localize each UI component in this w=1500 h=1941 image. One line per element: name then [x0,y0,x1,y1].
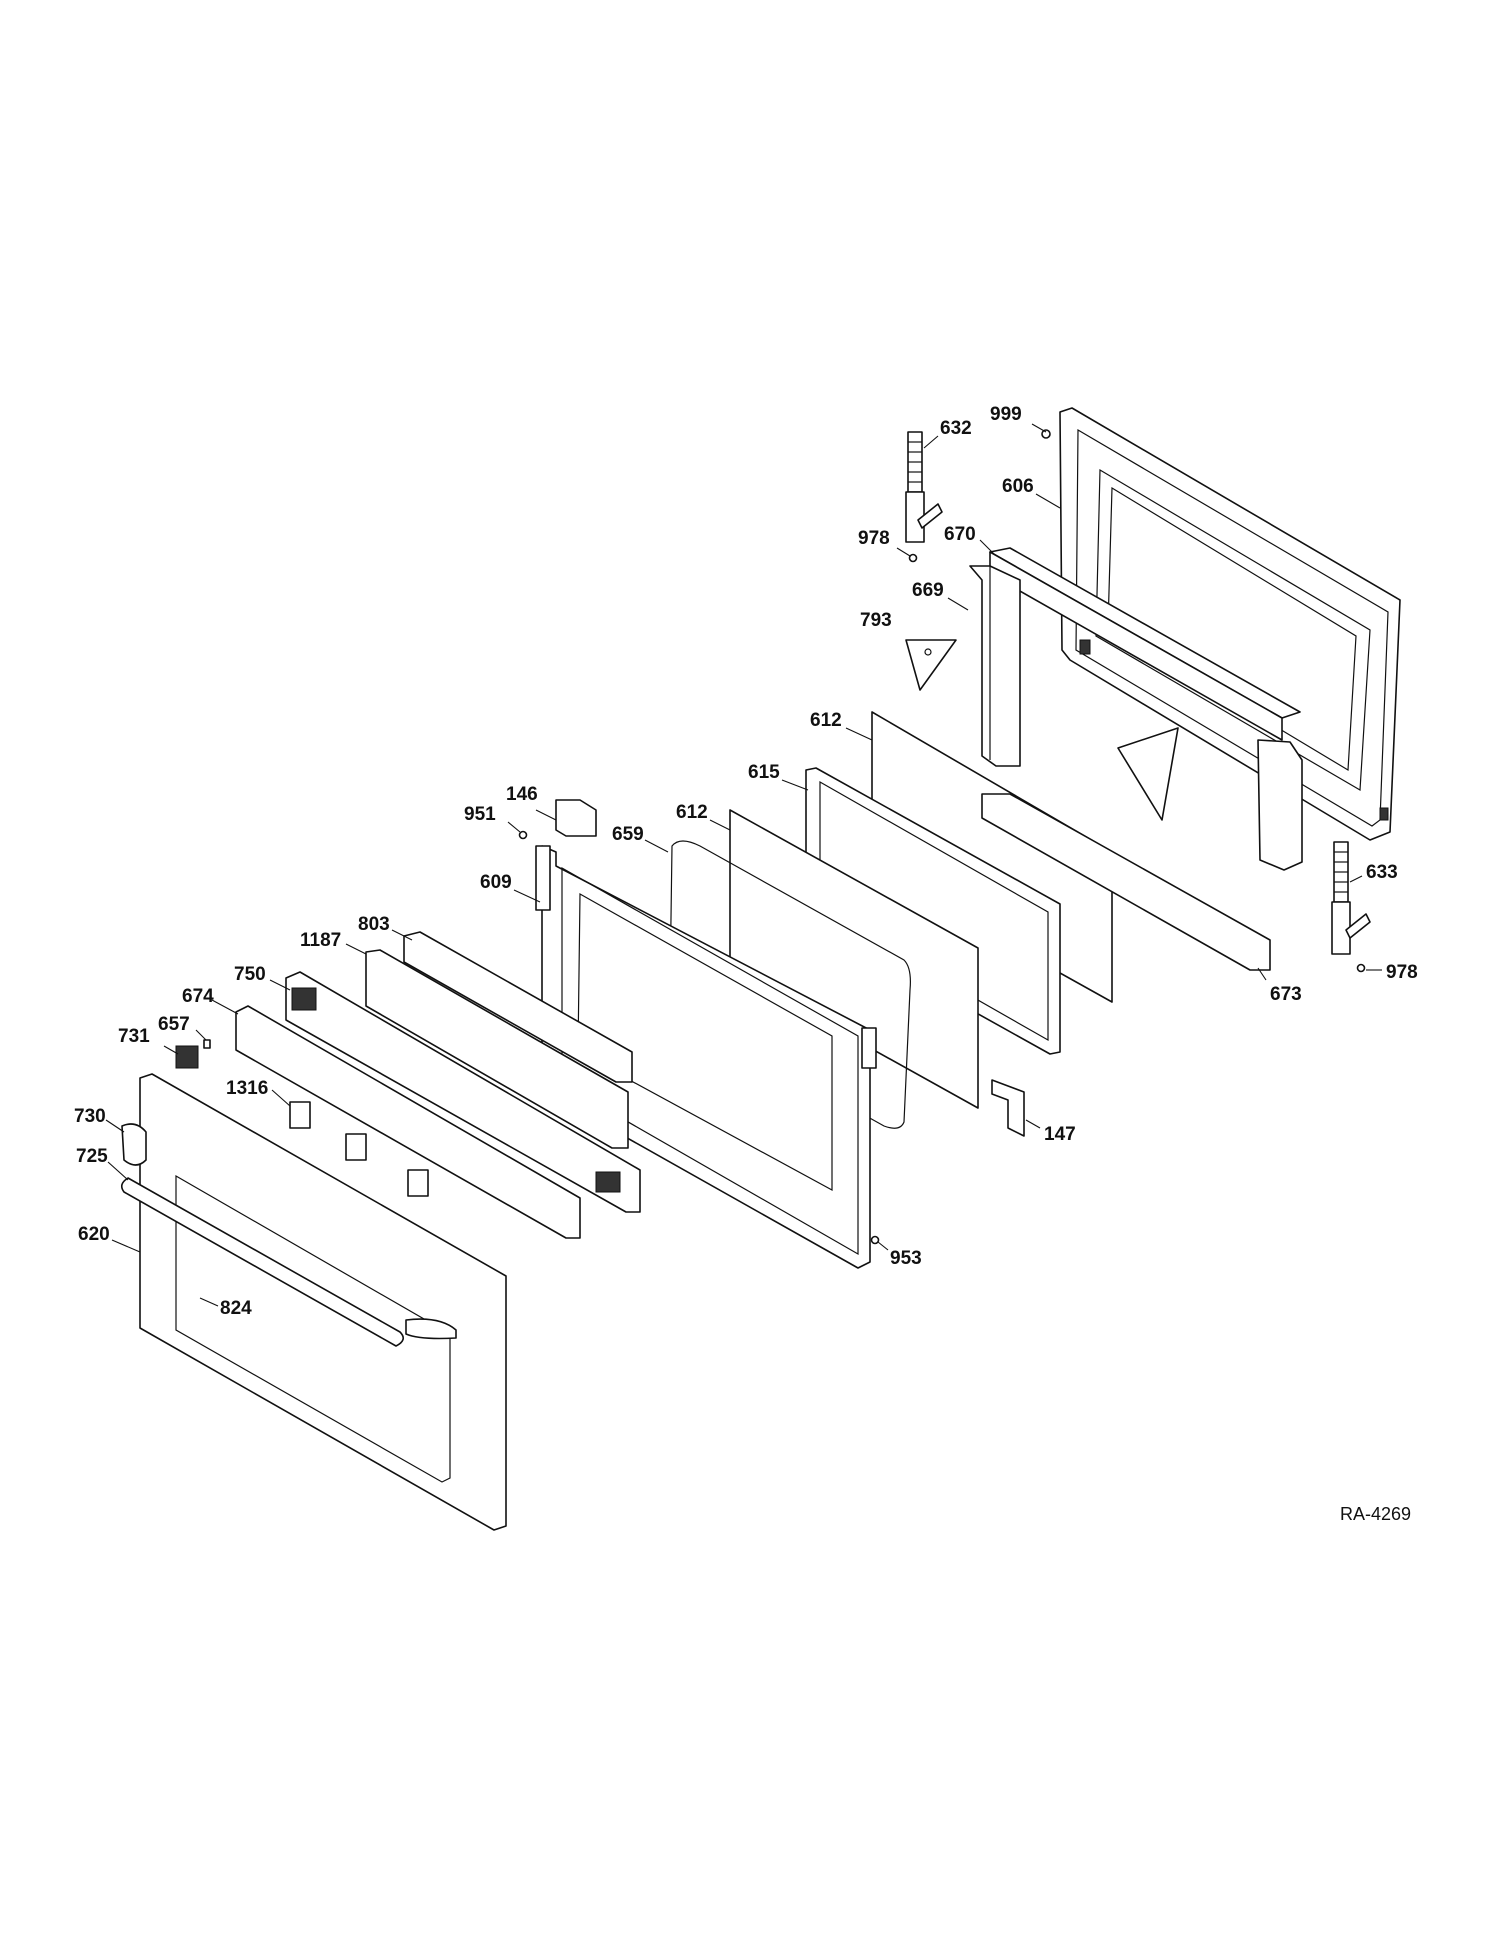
part-999-screw [1041,429,1051,439]
part-606-inner-door-frame [1059,407,1401,841]
callout-609: 609 [480,872,512,893]
callout-670: 670 [944,524,976,545]
part-633-hinge [1331,841,1371,955]
callout-669: 669 [912,580,944,601]
part-793-insulation-triangle-2 [1117,727,1179,821]
callout-1316: 1316 [226,1078,268,1099]
callout-147: 147 [1044,1124,1076,1145]
part-730-end-cap [121,1123,147,1166]
callout-632: 632 [940,418,972,439]
callout-803: 803 [358,914,390,935]
part-978-screw-lower [1356,963,1366,973]
part-657-clip [203,1039,211,1049]
part-673-insulation-bottom [981,793,1271,971]
part-793-insulation-triangle [905,639,957,691]
callout-824: 824 [220,1298,252,1319]
callout-730: 730 [74,1106,106,1127]
part-669-insulation-side [969,565,1021,767]
callout-146: 146 [506,784,538,805]
callout-953: 953 [890,1248,922,1269]
callout-673: 673 [1270,984,1302,1005]
callout-750: 750 [234,964,266,985]
callout-978-lower: 978 [1386,962,1418,983]
part-803-plate [403,931,633,1083]
part-978-screw-upper [908,553,918,563]
callout-725: 725 [76,1146,108,1167]
part-731-bracket [175,1045,199,1069]
part-951-screw [518,830,528,840]
callout-612-lower: 612 [676,802,708,823]
part-725-handle [120,1177,457,1347]
reference-code: RA-4269 [1340,1504,1411,1524]
callout-999: 999 [990,404,1022,425]
part-953-screw [870,1235,880,1245]
callout-633: 633 [1366,862,1398,883]
part-147-heat-shield [991,1079,1025,1137]
callout-615: 615 [748,762,780,783]
callout-657: 657 [158,1014,190,1035]
callout-606: 606 [1002,476,1034,497]
callout-978-upper: 978 [858,528,890,549]
leader-lines [105,423,1382,1307]
callout-951: 951 [464,804,496,825]
part-674-vent-trim [235,1005,581,1239]
callout-1187: 1187 [300,930,341,951]
part-670-insulation-top [989,547,1301,741]
callout-793: 793 [860,610,892,631]
part-669-insulation-side-right [1257,739,1303,871]
callout-659: 659 [612,824,644,845]
callout-620: 620 [78,1224,110,1245]
callout-612-upper: 612 [810,710,842,731]
part-146-heat-shield [555,799,597,837]
callout-labels: 999 632 606 978 670 669 793 612 615 146 … [74,404,1418,1319]
part-612-glass-lower [729,809,979,1109]
part-750-vent-rail [285,971,641,1213]
part-1187-bracket [365,949,629,1149]
callout-674: 674 [182,986,214,1007]
part-632-hinge [905,431,943,543]
part-1316-pads [289,1101,429,1197]
callout-731: 731 [118,1026,150,1047]
